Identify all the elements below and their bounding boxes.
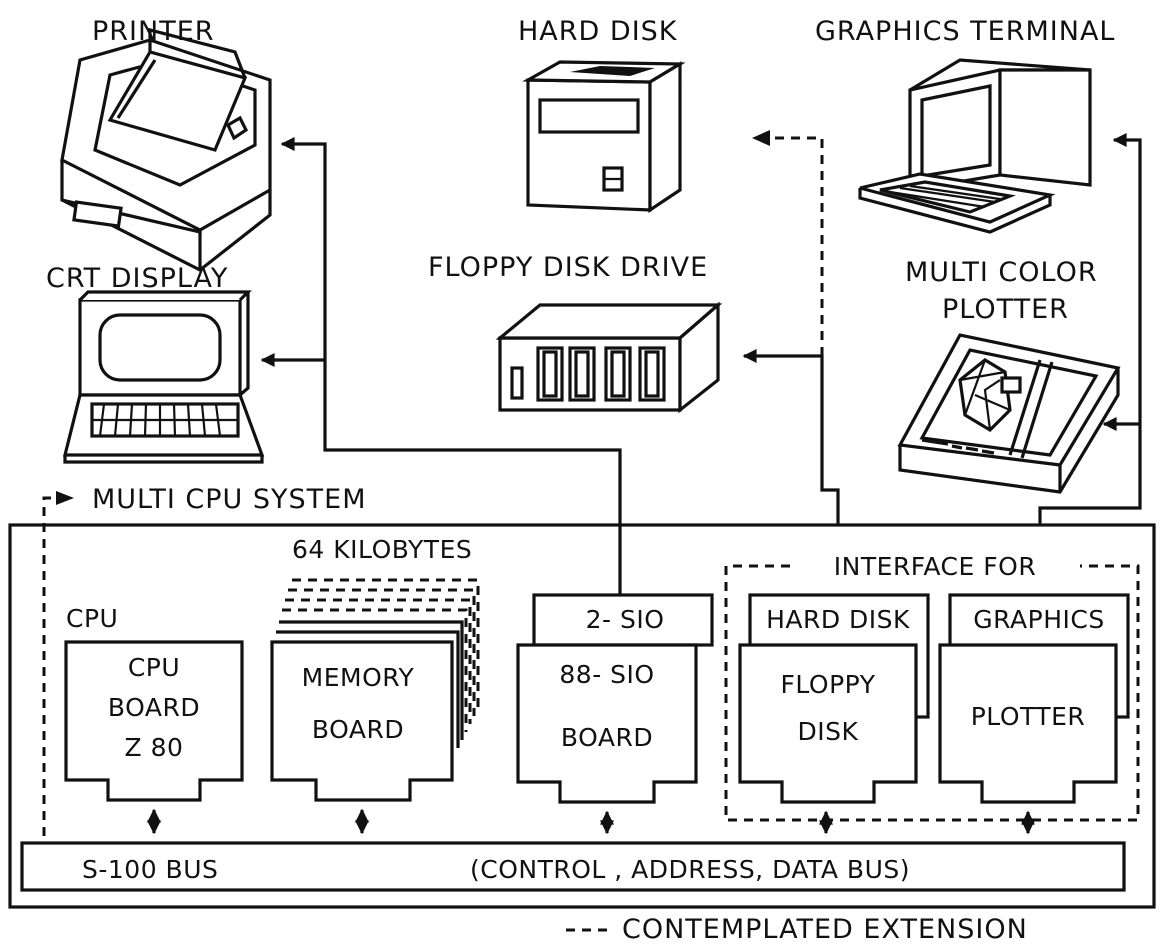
hard-disk-icon (522, 60, 686, 213)
floppy-board-line1: FLOPPY (781, 670, 876, 699)
interface-dashed-box (724, 564, 1140, 822)
floppy-board-line2: DISK (798, 717, 859, 746)
plotter-icon (897, 333, 1121, 494)
sio-2-card (532, 593, 714, 647)
graphics-terminal-icon (858, 58, 1092, 234)
plotter-label-line1: MULTI COLOR (905, 257, 1098, 288)
bus-connectors (147, 808, 1035, 835)
interface-to-floppy-line (742, 349, 840, 525)
printer-icon (60, 27, 272, 272)
memory-board-stack (276, 578, 480, 748)
hard-disk-card-label: HARD DISK (766, 605, 910, 634)
memory-board-line1: MEMORY (302, 663, 415, 692)
legend-text: CONTEMPLATED EXTENSION (622, 914, 1028, 945)
memory-board (270, 640, 454, 802)
graphics-card-label: GRAPHICS (973, 605, 1104, 634)
cpu-board (64, 640, 244, 802)
floppy-disk-drive-label: FLOPPY DISK DRIVE (428, 252, 708, 283)
sio-2-label: 2- SIO (586, 605, 665, 634)
cpu-caption: CPU (66, 604, 118, 633)
plotter-board (938, 643, 1118, 804)
floppy-disk-board (738, 643, 918, 804)
plotter-board-label: PLOTTER (971, 702, 1086, 731)
s100-bus-label: S-100 BUS (82, 855, 218, 884)
interface-label: INTERFACE FOR (834, 552, 1036, 581)
system-frame (8, 523, 1156, 909)
multi-cpu-extension-line (42, 496, 58, 868)
crt-display-icon (62, 290, 265, 464)
sio-88-line1: 88- SIO (559, 660, 654, 689)
cpu-board-line2: BOARD (108, 693, 200, 722)
sio-to-printer-line (280, 137, 622, 595)
memory-board-line2: BOARD (312, 715, 404, 744)
sio-88-board (516, 643, 698, 804)
multi-cpu-system-label: MULTI CPU SYSTEM (92, 484, 367, 515)
bus-description: (CONTROL , ADDRESS, DATA BUS) (470, 855, 910, 884)
graphics-terminal-label: GRAPHICS TERMINAL (815, 16, 1115, 47)
cpu-board-line3: Z 80 (125, 733, 184, 762)
sio-88-line2: BOARD (561, 723, 653, 752)
floppy-disk-drive-icon (495, 301, 723, 414)
memory-caption: 64 KILOBYTES (292, 535, 472, 564)
s100-bus (20, 841, 1126, 892)
interface-to-hard-disk-line (770, 136, 824, 356)
cpu-board-line1: CPU (128, 653, 180, 682)
hard-disk-label: HARD DISK (518, 16, 678, 47)
plotter-label-line2: PLOTTER (942, 294, 1069, 325)
interface-to-terminal-line (1038, 133, 1142, 525)
